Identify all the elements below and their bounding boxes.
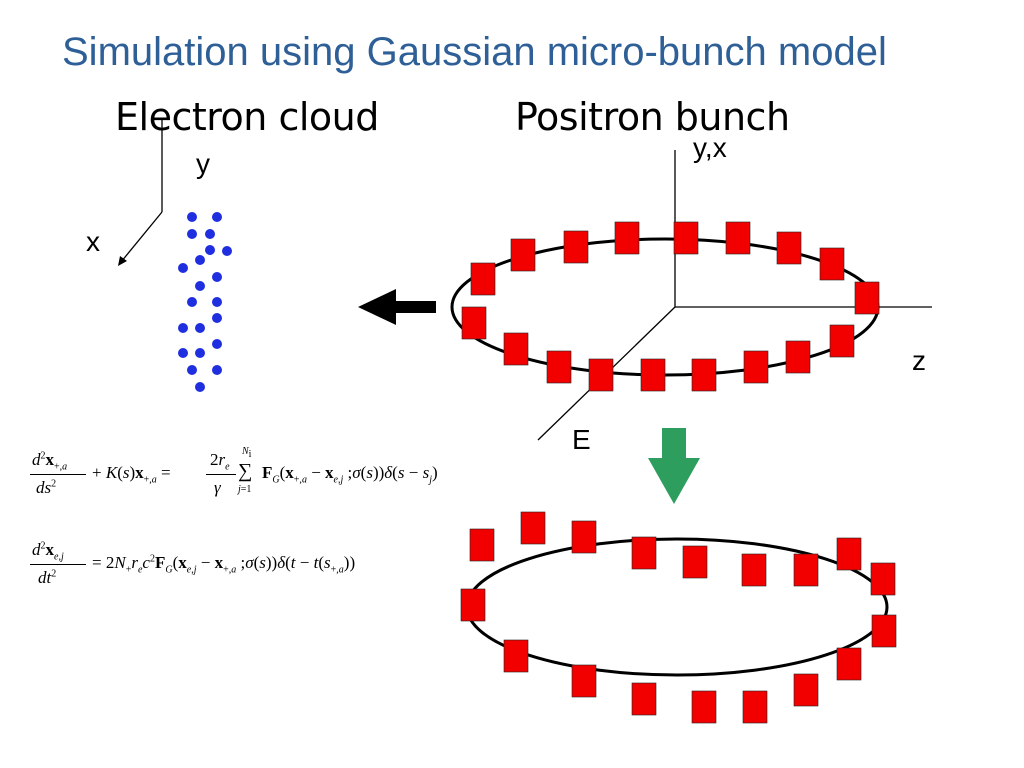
positron-ring-ellipse-bottom xyxy=(465,537,889,677)
right-yx-axis-label: y,x xyxy=(693,132,727,163)
positron-micro-bunch xyxy=(742,690,768,724)
electron-dot xyxy=(187,365,197,375)
positron-micro-bunch xyxy=(743,350,769,384)
electron-cloud-heading: Electron cloud xyxy=(115,95,379,139)
electron-cloud-dots xyxy=(178,212,232,392)
left-x-axis-label: x xyxy=(86,226,100,257)
electron-dot xyxy=(205,245,215,255)
positron-micro-bunch xyxy=(571,664,597,698)
positron-micro-bunch xyxy=(829,324,855,358)
equation-electron-motion: d2xe,j dt2 = 2N+rec2FG(xe,j − x+,a ;σ(s)… xyxy=(30,540,356,587)
positron-micro-bunch xyxy=(741,553,767,587)
electron-dot xyxy=(178,348,188,358)
electron-dot xyxy=(205,229,215,239)
positron-micro-bunch xyxy=(691,358,717,392)
positron-micro-bunch xyxy=(819,247,845,281)
positron-micro-bunch xyxy=(520,511,546,545)
positron-micro-bunch xyxy=(793,553,819,587)
electron-dot xyxy=(212,212,222,222)
positron-micro-bunch xyxy=(785,340,811,374)
positron-micro-bunch xyxy=(588,358,614,392)
positron-micro-bunch xyxy=(631,682,657,716)
positron-micro-bunch xyxy=(503,332,529,366)
right-z-axis-label: z xyxy=(912,345,926,376)
positron-micro-bunch xyxy=(870,562,896,596)
electron-dot xyxy=(212,365,222,375)
electron-dot xyxy=(195,348,205,358)
left-y-axis-label: y xyxy=(196,148,210,179)
positron-micro-bunch xyxy=(776,231,802,265)
down-arrow-icon xyxy=(648,428,700,504)
positron-micro-bunch xyxy=(631,536,657,570)
left-arrow-icon xyxy=(358,289,436,325)
positron-micro-bunch xyxy=(640,358,666,392)
positron-micro-bunch xyxy=(470,262,496,296)
electron-dot xyxy=(195,323,205,333)
electron-axes xyxy=(118,118,163,266)
electron-dot xyxy=(178,323,188,333)
positron-micro-bunch xyxy=(871,614,897,648)
electron-dot xyxy=(195,255,205,265)
electron-dot xyxy=(195,382,205,392)
positron-micro-bunch xyxy=(469,528,495,562)
electron-dot xyxy=(178,263,188,273)
positron-micro-bunch xyxy=(725,221,751,255)
electron-dot xyxy=(212,313,222,323)
electron-dot xyxy=(212,297,222,307)
positron-micro-bunch xyxy=(571,520,597,554)
positron-ring-top xyxy=(461,221,880,392)
electron-dot xyxy=(212,272,222,282)
positron-ring-bottom xyxy=(460,511,897,724)
electron-dot xyxy=(195,281,205,291)
slide-title: Simulation using Gaussian micro-bunch mo… xyxy=(62,30,887,74)
positron-micro-bunch xyxy=(503,639,529,673)
positron-micro-bunch xyxy=(836,647,862,681)
positron-micro-bunch xyxy=(691,690,717,724)
positron-micro-bunch xyxy=(460,588,486,622)
positron-micro-bunch xyxy=(546,350,572,384)
positron-bunch-heading: Positron bunch xyxy=(515,95,790,139)
positron-micro-bunch xyxy=(793,673,819,707)
right-e-axis-label: E xyxy=(572,424,591,455)
electron-dot xyxy=(212,339,222,349)
electron-dot xyxy=(222,246,232,256)
positron-micro-bunch xyxy=(563,230,589,264)
electron-dot xyxy=(187,212,197,222)
positron-micro-bunch xyxy=(854,281,880,315)
positron-micro-bunch xyxy=(673,221,699,255)
positron-micro-bunch xyxy=(461,306,487,340)
positron-micro-bunch xyxy=(836,537,862,571)
electron-dot xyxy=(187,297,197,307)
positron-micro-bunch xyxy=(682,545,708,579)
equation-positron-motion: d2x+,a ds2 + K(s)x+,a = 2re γ Ni ∑ j=1 F… xyxy=(30,446,438,497)
positron-micro-bunch xyxy=(614,221,640,255)
electron-dot xyxy=(187,229,197,239)
positron-micro-bunch xyxy=(510,238,536,272)
